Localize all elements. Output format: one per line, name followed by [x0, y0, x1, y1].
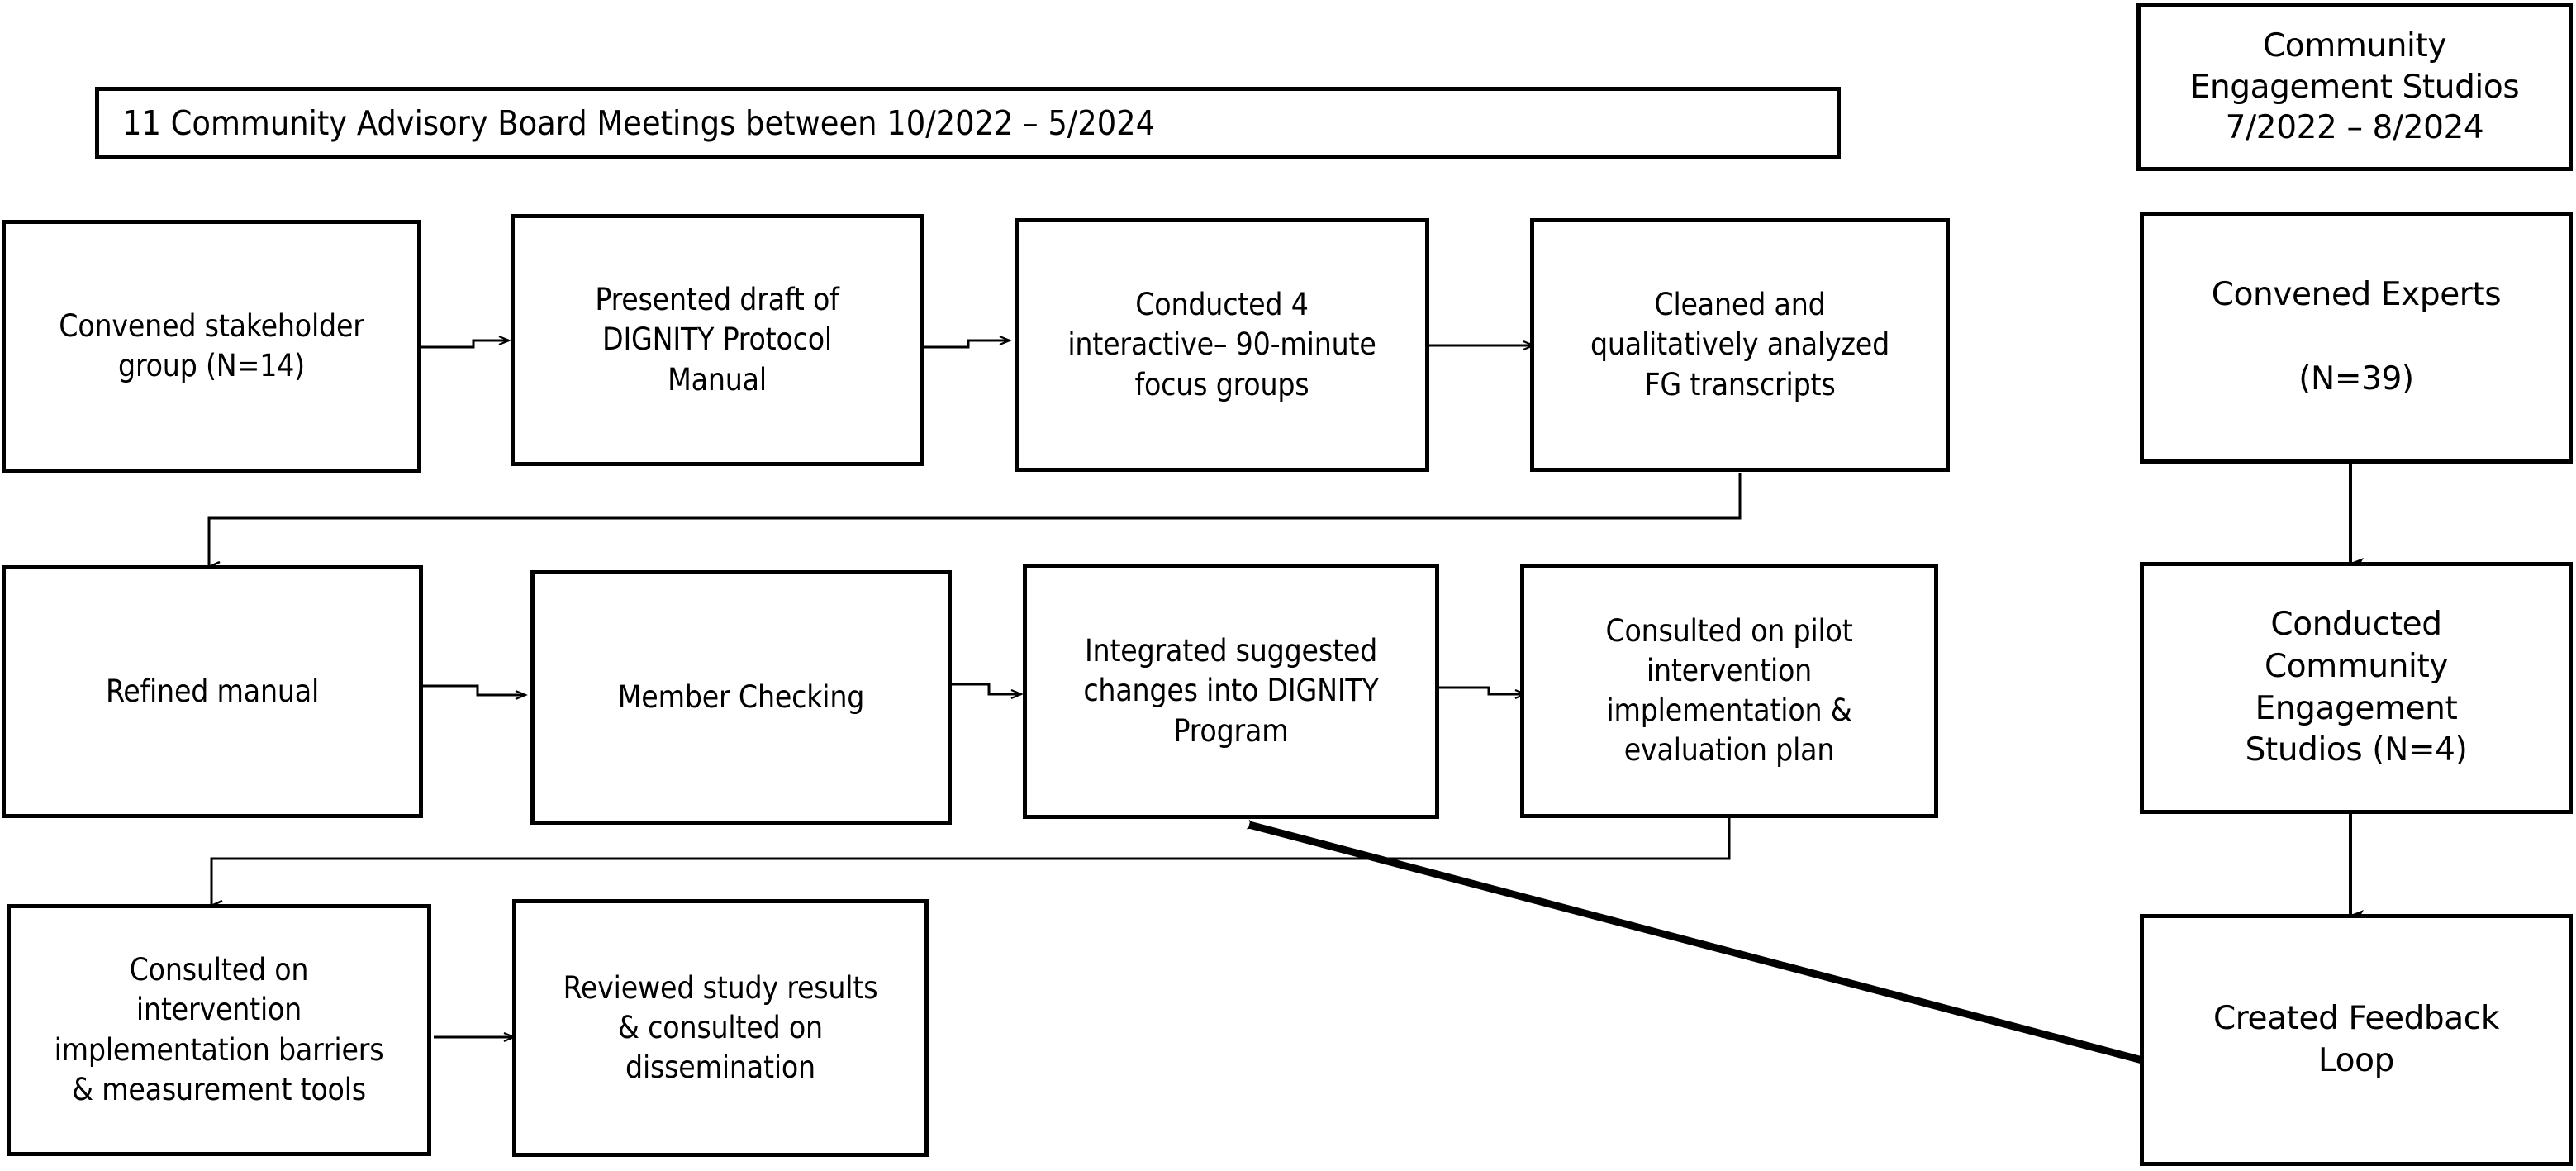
node-conducted-ces[interactable]: Conducted Community Engagement Studios (… — [2140, 562, 2573, 814]
node-convened-experts[interactable]: Convened Experts (N=39) — [2140, 212, 2573, 464]
node-member-checking[interactable]: Member Checking — [530, 570, 952, 825]
ces-title-banner: Community Engagement Studios 7/2022 – 8/… — [2136, 3, 2573, 171]
edge-n1-n2 — [421, 340, 509, 349]
node-conducted-focus-groups[interactable]: Conducted 4 interactive– 90-minute focus… — [1015, 218, 1429, 472]
node-created-feedback-loop[interactable]: Created Feedback Loop — [2140, 914, 2573, 1166]
node-consulted-implementation-barriers[interactable]: Consulted on intervention implementation… — [7, 904, 431, 1156]
node-consulted-pilot-intervention[interactable]: Consulted on pilot intervention implemen… — [1520, 564, 1938, 818]
edge-n7-n8 — [1439, 686, 1525, 694]
edge-n4-n5 — [209, 473, 1742, 567]
node-integrated-suggested-changes[interactable]: Integrated suggested changes into DIGNIT… — [1023, 564, 1439, 819]
edge-r3-n7-feedback — [1246, 819, 2144, 1064]
edge-n6-n7 — [952, 683, 1021, 694]
node-presented-draft-protocol-manual[interactable]: Presented draft of DIGNITY Protocol Manu… — [511, 214, 924, 466]
node-cleaned-analyzed-transcripts[interactable]: Cleaned and qualitatively analyzed FG tr… — [1530, 218, 1950, 472]
cab-title-banner: 11 Community Advisory Board Meetings bet… — [95, 87, 1841, 159]
node-convened-stakeholder-group[interactable]: Convened stakeholder group (N=14) — [2, 220, 421, 473]
edge-n8-n9 — [211, 818, 1731, 906]
edge-n2-n3 — [924, 340, 1010, 349]
node-reviewed-results-dissemination[interactable]: Reviewed study results & consulted on di… — [512, 899, 929, 1157]
node-refined-manual[interactable]: Refined manual — [2, 565, 423, 818]
edge-n5-n6 — [423, 684, 525, 695]
